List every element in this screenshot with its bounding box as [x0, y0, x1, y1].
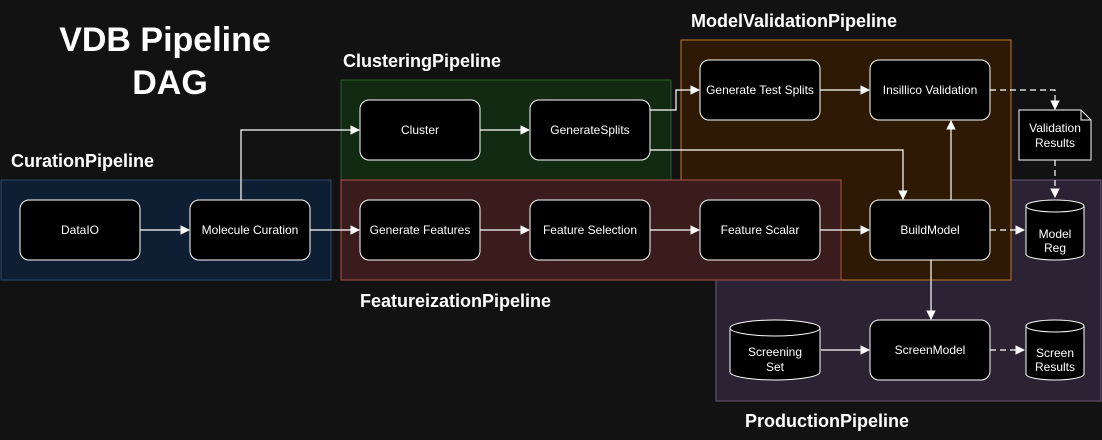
production-pipeline-label: ProductionPipeline [745, 411, 909, 431]
edge-generate-splits-to-generate-test-splits [650, 85, 700, 111]
node-feature-scalar[interactable]: Feature Scalar [699, 199, 821, 261]
node-feature-selection[interactable]: Feature Selection [529, 199, 651, 261]
node-molecule-curation[interactable]: Molecule Curation [189, 199, 311, 261]
featureization-pipeline-label: FeatureizationPipeline [360, 291, 551, 311]
edge-generate-splits-to-build-model [650, 149, 908, 200]
model-reg-label-line1: Model [1039, 227, 1072, 241]
node-screen-model[interactable]: ScreenModel [869, 319, 991, 381]
node-insillico-validation[interactable]: Insillico Validation [869, 59, 991, 121]
database-screening-set[interactable]: Screening Set [729, 319, 821, 381]
node-screen-model-label: ScreenModel [895, 343, 966, 357]
node-cluster-label: Cluster [401, 123, 439, 137]
model-reg-label-line2: Reg [1044, 241, 1066, 255]
screen-results-label-line2: Results [1035, 360, 1075, 374]
validation-results-label-line2: Results [1035, 136, 1075, 150]
node-build-model-label: BuildModel [900, 223, 959, 237]
node-dataio-label: DataIO [61, 223, 99, 237]
screen-results-label-line1: Screen [1036, 346, 1074, 360]
clustering-pipeline-label: ClusteringPipeline [343, 51, 501, 71]
node-generate-splits-label: GenerateSplits [550, 123, 629, 137]
database-screen-results[interactable]: Screen Results [1025, 319, 1085, 381]
edge-insillico-validation-to-validation-results [990, 89, 1060, 110]
node-insillico-validation-label: Insillico Validation [883, 83, 978, 97]
node-molecule-curation-label: Molecule Curation [202, 223, 299, 237]
diagram-title-line2: DAG [132, 64, 208, 102]
diagram-title-line1: VDB Pipeline [59, 21, 271, 59]
validation-results-label-line1: Validation [1029, 121, 1081, 135]
node-generate-test-splits-label: Generate Test Splits [706, 83, 814, 97]
document-validation-results[interactable]: Validation Results [1018, 109, 1092, 161]
database-model-reg[interactable]: Model Reg [1025, 199, 1085, 261]
node-generate-test-splits[interactable]: Generate Test Splits [699, 59, 821, 121]
node-build-model[interactable]: BuildModel [869, 199, 991, 261]
node-generate-features-label: Generate Features [370, 223, 471, 237]
screening-set-label-line1: Screening [748, 345, 802, 359]
model-validation-pipeline-label: ModelValidationPipeline [691, 11, 897, 31]
node-feature-selection-label: Feature Selection [543, 223, 637, 237]
node-dataio[interactable]: DataIO [19, 199, 141, 261]
curation-pipeline-label: CurationPipeline [11, 151, 154, 171]
node-cluster[interactable]: Cluster [359, 99, 481, 161]
node-feature-scalar-label: Feature Scalar [721, 223, 800, 237]
edge-molecule-curation-to-cluster [240, 125, 360, 200]
screening-set-label-line2: Set [766, 360, 785, 374]
node-generate-features[interactable]: Generate Features [359, 199, 481, 261]
node-generate-splits[interactable]: GenerateSplits [529, 99, 651, 161]
